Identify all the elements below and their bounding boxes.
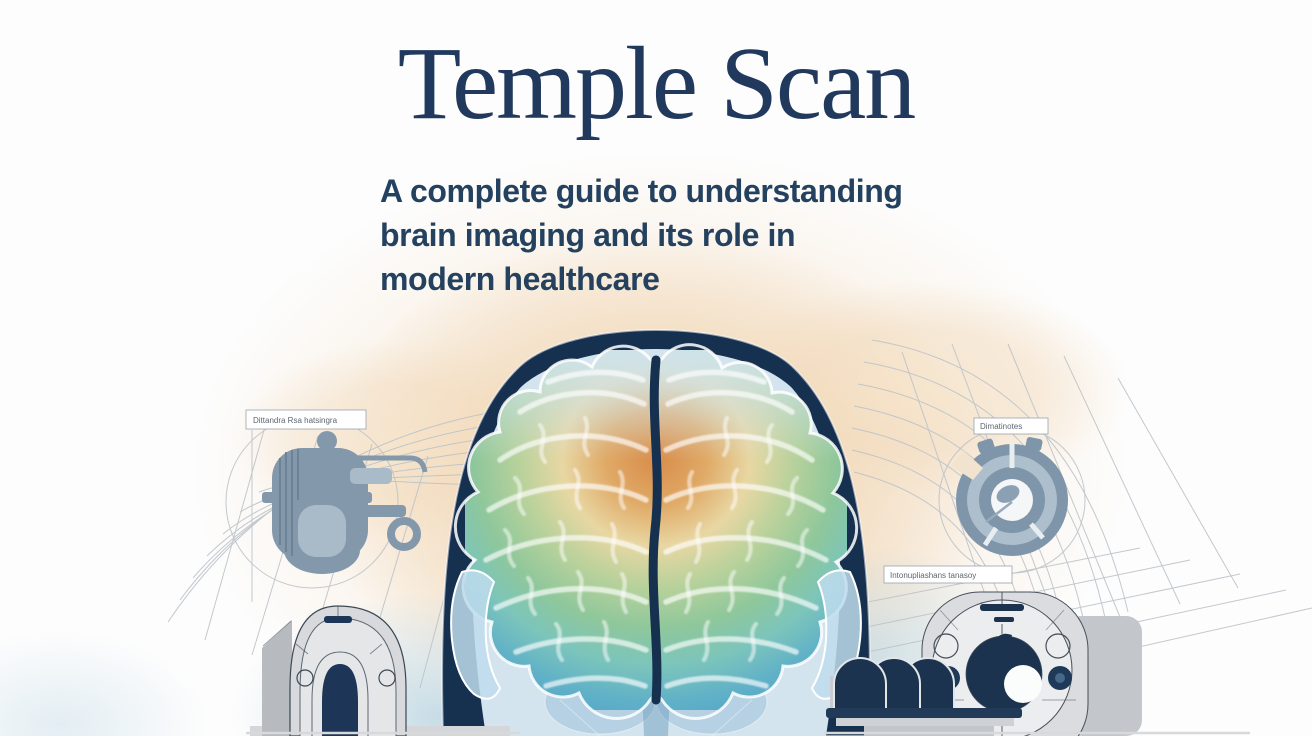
mri-archway-illustration xyxy=(250,605,510,736)
head-illustration xyxy=(441,329,871,736)
left-device-callout: Dittandra Rsa hatsingra xyxy=(245,409,367,430)
left-device-label: Dittandra Rsa hatsingra xyxy=(253,416,338,425)
patient-table xyxy=(826,657,1022,736)
brain-midline xyxy=(648,355,662,705)
ct-scanner-illustration xyxy=(826,591,1142,736)
scanner-label: Intonupliashans tanasoy xyxy=(890,571,976,580)
gauge-label: Dimatinotes xyxy=(980,422,1022,431)
scanner-callout: Intonupliashans tanasoy xyxy=(883,565,1013,584)
gauge-callout: Dimatinotes xyxy=(973,417,1049,435)
gantry-dial-illustration xyxy=(951,437,1068,556)
brain-illustration xyxy=(453,343,859,720)
imaging-device-illustration xyxy=(262,431,428,574)
